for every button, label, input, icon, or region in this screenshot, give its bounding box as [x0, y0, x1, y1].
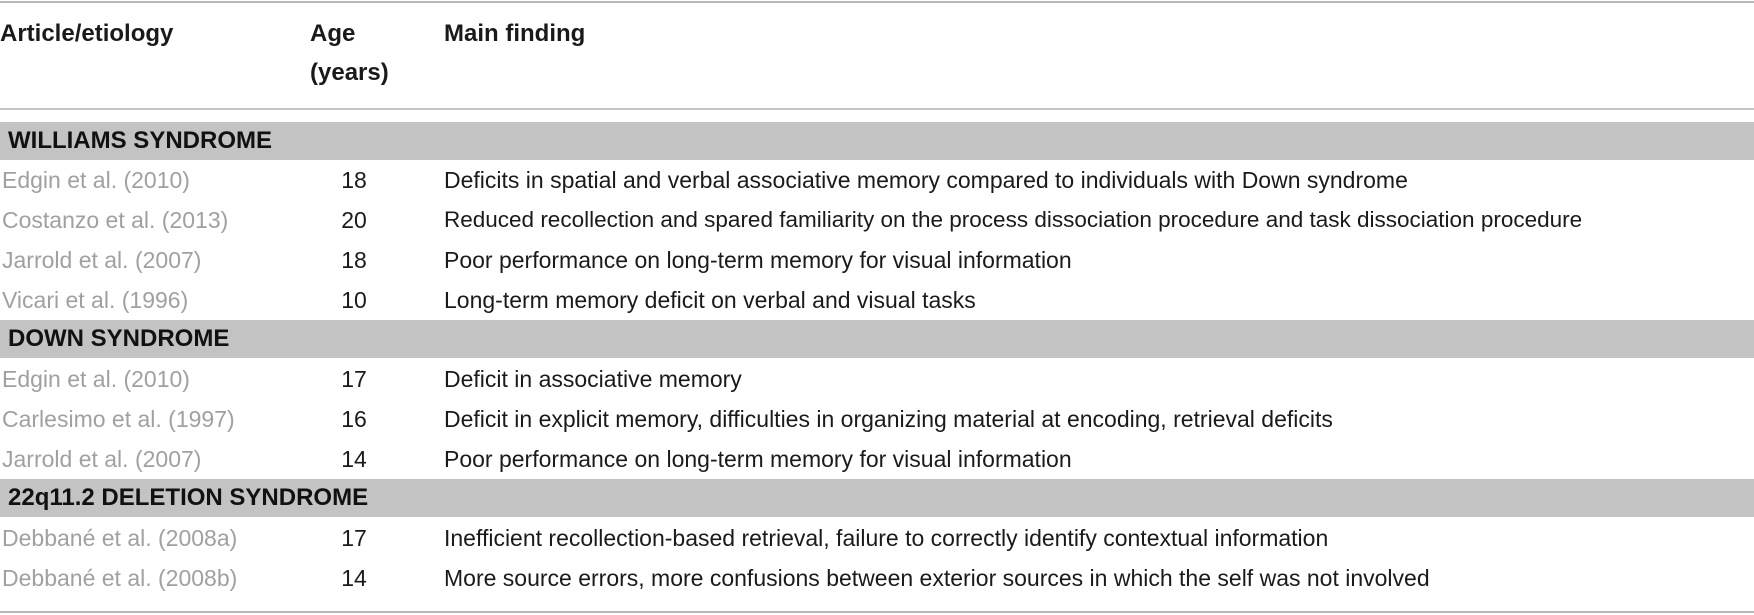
section-title: DOWN SYNDROME — [8, 325, 230, 352]
header-bottom-rule — [0, 108, 1754, 110]
table-row: Debbané et al. (2008b) 14 More source er… — [0, 558, 1754, 598]
row-finding: Poor performance on long-term memory for… — [444, 247, 1072, 273]
row-author: Costanzo et al. (2013) — [2, 207, 229, 233]
row-finding: Long-term memory deficit on verbal and v… — [444, 287, 976, 313]
row-age: 17 — [341, 366, 367, 392]
section-williams-syndrome: WILLIAMS SYNDROME — [0, 122, 1754, 160]
table-row: Jarrold et al. (2007) 14 Poor performanc… — [0, 439, 1754, 479]
row-finding: Inefficient recollection-based retrieval… — [444, 525, 1329, 551]
header-main-finding: Main finding — [444, 20, 586, 47]
header-age: Age (years) — [310, 14, 389, 92]
table-row: Edgin et al. (2010) 17 Deficit in associ… — [0, 359, 1754, 399]
row-age: 18 — [341, 167, 367, 193]
table-row: Vicari et al. (1996) 10 Long-term memory… — [0, 280, 1754, 320]
section-22q11-deletion-syndrome: 22q11.2 DELETION SYNDROME — [0, 479, 1754, 517]
row-age: 14 — [341, 446, 367, 472]
row-finding: Deficits in spatial and verbal associati… — [444, 167, 1408, 193]
row-author: Jarrold et al. (2007) — [2, 446, 202, 472]
row-age: 10 — [341, 287, 367, 313]
row-finding: Deficit in explicit memory, difficulties… — [444, 406, 1333, 432]
row-age: 20 — [341, 207, 367, 233]
table-row: Jarrold et al. (2007) 18 Poor performanc… — [0, 240, 1754, 280]
row-finding: Poor performance on long-term memory for… — [444, 446, 1072, 472]
row-age: 18 — [341, 247, 367, 273]
row-author: Carlesimo et al. (1997) — [2, 406, 235, 432]
row-author: Debbané et al. (2008a) — [2, 525, 238, 551]
row-finding: More source errors, more confusions betw… — [444, 565, 1430, 591]
header-age-line2: (years) — [310, 59, 389, 86]
row-age: 16 — [341, 406, 367, 432]
row-author: Vicari et al. (1996) — [2, 287, 189, 313]
row-author: Edgin et al. (2010) — [2, 167, 190, 193]
header-article-etiology: Article/etiology — [0, 20, 174, 47]
row-age: 17 — [341, 525, 367, 551]
row-finding: Deficit in associative memory — [444, 366, 742, 392]
row-age: 14 — [341, 565, 367, 591]
table-row: Edgin et al. (2010) 18 Deficits in spati… — [0, 160, 1754, 200]
header-age-line1: Age — [310, 20, 356, 47]
row-author: Jarrold et al. (2007) — [2, 247, 202, 273]
table-row: Carlesimo et al. (1997) 16 Deficit in ex… — [0, 399, 1754, 439]
row-author: Edgin et al. (2010) — [2, 366, 190, 392]
section-down-syndrome: DOWN SYNDROME — [0, 320, 1754, 358]
table-top-rule — [0, 1, 1754, 3]
table-row: Debbané et al. (2008a) 17 Inefficient re… — [0, 518, 1754, 558]
row-finding: Reduced recollection and spared familiar… — [444, 207, 1583, 232]
row-author: Debbané et al. (2008b) — [2, 565, 238, 591]
section-title: WILLIAMS SYNDROME — [8, 127, 272, 154]
table-bottom-rule — [0, 611, 1754, 613]
section-title: 22q11.2 DELETION SYNDROME — [8, 484, 369, 511]
table-row: Costanzo et al. (2013) 20 Reduced recoll… — [0, 200, 1754, 240]
